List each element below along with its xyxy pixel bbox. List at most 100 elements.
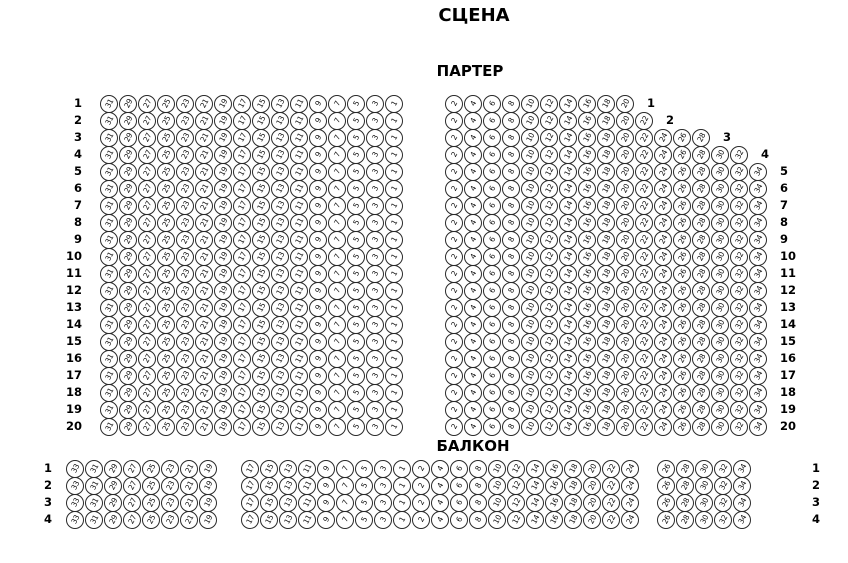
seat[interactable]: 23: [176, 179, 194, 198]
seat[interactable]: 19: [214, 383, 232, 402]
seat[interactable]: 10: [521, 315, 539, 334]
seat[interactable]: 15: [252, 281, 270, 300]
seat[interactable]: 31: [100, 196, 118, 215]
seat[interactable]: 12: [540, 230, 558, 249]
seat[interactable]: 34: [749, 417, 767, 436]
seat[interactable]: 19: [214, 264, 232, 283]
seat[interactable]: 7: [328, 281, 346, 300]
seat[interactable]: 29: [119, 213, 137, 232]
seat[interactable]: 27: [138, 383, 156, 402]
seat[interactable]: 20: [616, 179, 634, 198]
seat[interactable]: 1: [385, 400, 403, 419]
seat[interactable]: 16: [545, 493, 563, 512]
seat[interactable]: 17: [233, 247, 251, 266]
seat[interactable]: 25: [157, 383, 175, 402]
seat[interactable]: 23: [176, 400, 194, 419]
seat[interactable]: 5: [347, 383, 365, 402]
seat[interactable]: 2: [412, 476, 430, 495]
seat[interactable]: 34: [749, 264, 767, 283]
seat[interactable]: 3: [366, 417, 384, 436]
seat[interactable]: 13: [271, 162, 289, 181]
seat[interactable]: 16: [578, 213, 596, 232]
seat[interactable]: 34: [749, 298, 767, 317]
seat[interactable]: 21: [195, 349, 213, 368]
seat[interactable]: 15: [260, 493, 278, 512]
seat[interactable]: 32: [714, 493, 732, 512]
seat[interactable]: 7: [328, 94, 346, 113]
seat[interactable]: 17: [241, 459, 259, 478]
seat[interactable]: 34: [749, 196, 767, 215]
seat[interactable]: 33: [66, 459, 84, 478]
seat[interactable]: 19: [199, 476, 217, 495]
seat[interactable]: 22: [635, 128, 653, 147]
seat[interactable]: 26: [673, 145, 691, 164]
seat[interactable]: 14: [526, 493, 544, 512]
seat[interactable]: 25: [157, 298, 175, 317]
seat[interactable]: 10: [521, 366, 539, 385]
seat[interactable]: 9: [309, 111, 327, 130]
seat[interactable]: 15: [252, 128, 270, 147]
seat[interactable]: 19: [214, 298, 232, 317]
seat[interactable]: 32: [730, 162, 748, 181]
seat[interactable]: 14: [559, 383, 577, 402]
seat[interactable]: 18: [597, 230, 615, 249]
seat[interactable]: 8: [469, 459, 487, 478]
seat[interactable]: 18: [597, 281, 615, 300]
seat[interactable]: 11: [290, 417, 308, 436]
seat[interactable]: 17: [233, 281, 251, 300]
seat[interactable]: 25: [157, 332, 175, 351]
seat[interactable]: 3: [374, 510, 392, 529]
seat[interactable]: 15: [252, 230, 270, 249]
seat[interactable]: 22: [635, 332, 653, 351]
seat[interactable]: 7: [336, 493, 354, 512]
seat[interactable]: 9: [309, 162, 327, 181]
seat[interactable]: 19: [214, 247, 232, 266]
seat[interactable]: 26: [673, 281, 691, 300]
seat[interactable]: 10: [521, 94, 539, 113]
seat[interactable]: 20: [616, 417, 634, 436]
seat[interactable]: 11: [298, 510, 316, 529]
seat[interactable]: 12: [540, 298, 558, 317]
seat[interactable]: 12: [540, 196, 558, 215]
seat[interactable]: 22: [635, 264, 653, 283]
seat[interactable]: 2: [445, 196, 463, 215]
seat[interactable]: 13: [271, 145, 289, 164]
seat[interactable]: 32: [730, 247, 748, 266]
seat[interactable]: 27: [138, 247, 156, 266]
seat[interactable]: 22: [602, 476, 620, 495]
seat[interactable]: 14: [559, 298, 577, 317]
seat[interactable]: 34: [749, 230, 767, 249]
seat[interactable]: 6: [450, 493, 468, 512]
seat[interactable]: 10: [521, 196, 539, 215]
seat[interactable]: 22: [635, 230, 653, 249]
seat[interactable]: 8: [502, 366, 520, 385]
seat[interactable]: 17: [233, 179, 251, 198]
seat[interactable]: 11: [298, 493, 316, 512]
seat[interactable]: 7: [328, 128, 346, 147]
seat[interactable]: 15: [252, 196, 270, 215]
seat[interactable]: 32: [730, 298, 748, 317]
seat[interactable]: 9: [309, 247, 327, 266]
seat[interactable]: 16: [578, 230, 596, 249]
seat[interactable]: 18: [597, 145, 615, 164]
seat[interactable]: 8: [502, 128, 520, 147]
seat[interactable]: 5: [347, 145, 365, 164]
seat[interactable]: 20: [616, 145, 634, 164]
seat[interactable]: 17: [233, 298, 251, 317]
seat[interactable]: 19: [214, 349, 232, 368]
seat[interactable]: 25: [142, 510, 160, 529]
seat[interactable]: 28: [676, 510, 694, 529]
seat[interactable]: 8: [502, 111, 520, 130]
seat[interactable]: 5: [355, 476, 373, 495]
seat[interactable]: 13: [271, 264, 289, 283]
seat[interactable]: 4: [464, 196, 482, 215]
seat[interactable]: 28: [692, 332, 710, 351]
seat[interactable]: 8: [502, 417, 520, 436]
seat[interactable]: 21: [195, 145, 213, 164]
seat[interactable]: 34: [733, 459, 751, 478]
seat[interactable]: 14: [559, 247, 577, 266]
seat[interactable]: 11: [290, 162, 308, 181]
seat[interactable]: 15: [252, 315, 270, 334]
seat[interactable]: 19: [199, 510, 217, 529]
seat[interactable]: 11: [290, 298, 308, 317]
